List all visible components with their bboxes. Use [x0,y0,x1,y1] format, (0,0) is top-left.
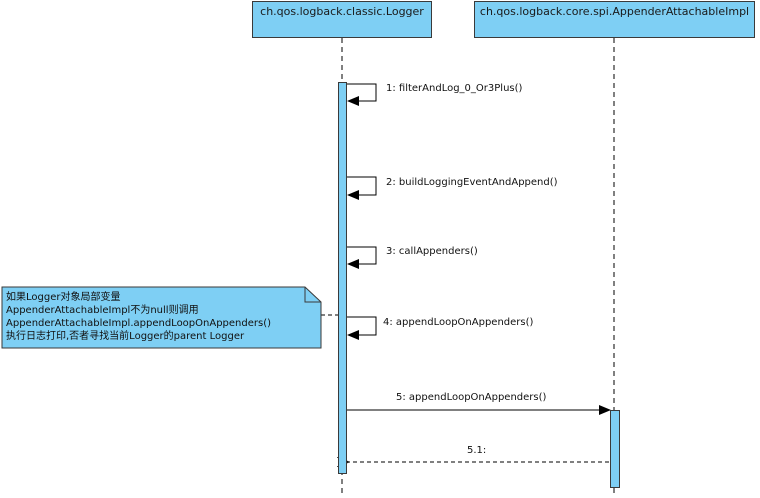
appender-lifeline-label: ch.qos.logback.core.spi.AppenderAttachab… [479,5,750,18]
message-3-label: 3: callAppenders() [386,246,478,257]
note[interactable]: 如果Logger对象局部变量 AppenderAttachableImpl不为n… [2,287,321,348]
note-line-4: 执行日志打印,否者寻找当前Logger的parent Logger [6,331,245,342]
note-text: 如果Logger对象局部变量 AppenderAttachableImpl不为n… [6,291,271,343]
logger-lifeline-header[interactable]: ch.qos.logback.classic.Logger [252,1,432,38]
note-fold [304,287,321,303]
note-line-1: 如果Logger对象局部变量 [6,292,121,303]
self-call-3-arrow [347,246,377,269]
note-line-2: AppenderAttachableImpl不为null则调用 [6,305,199,316]
appender-activation-bar[interactable] [610,410,620,488]
self-call-4-arrow [347,316,377,340]
self-call-2-arrow [347,176,377,200]
logger-lifeline-label: ch.qos.logback.classic.Logger [260,5,424,18]
note-line-3: AppenderAttachableImpl.appendLoopOnAppen… [6,318,272,329]
message-2-label: 2: buildLoggingEventAndAppend() [386,177,558,188]
note-shape [1,286,322,349]
self-call-1-arrow [347,83,377,106]
message-1-label: 1: filterAndLog_0_Or3Plus() [386,83,523,94]
message-4-label: 4: appendLoopOnAppenders() [383,317,534,328]
message-5-label: 5: appendLoopOnAppenders() [396,392,547,403]
logger-activation-bar[interactable] [338,82,347,474]
appender-lifeline-header[interactable]: ch.qos.logback.core.spi.AppenderAttachab… [474,1,755,38]
return-5-1-label: 5.1: [467,445,487,456]
